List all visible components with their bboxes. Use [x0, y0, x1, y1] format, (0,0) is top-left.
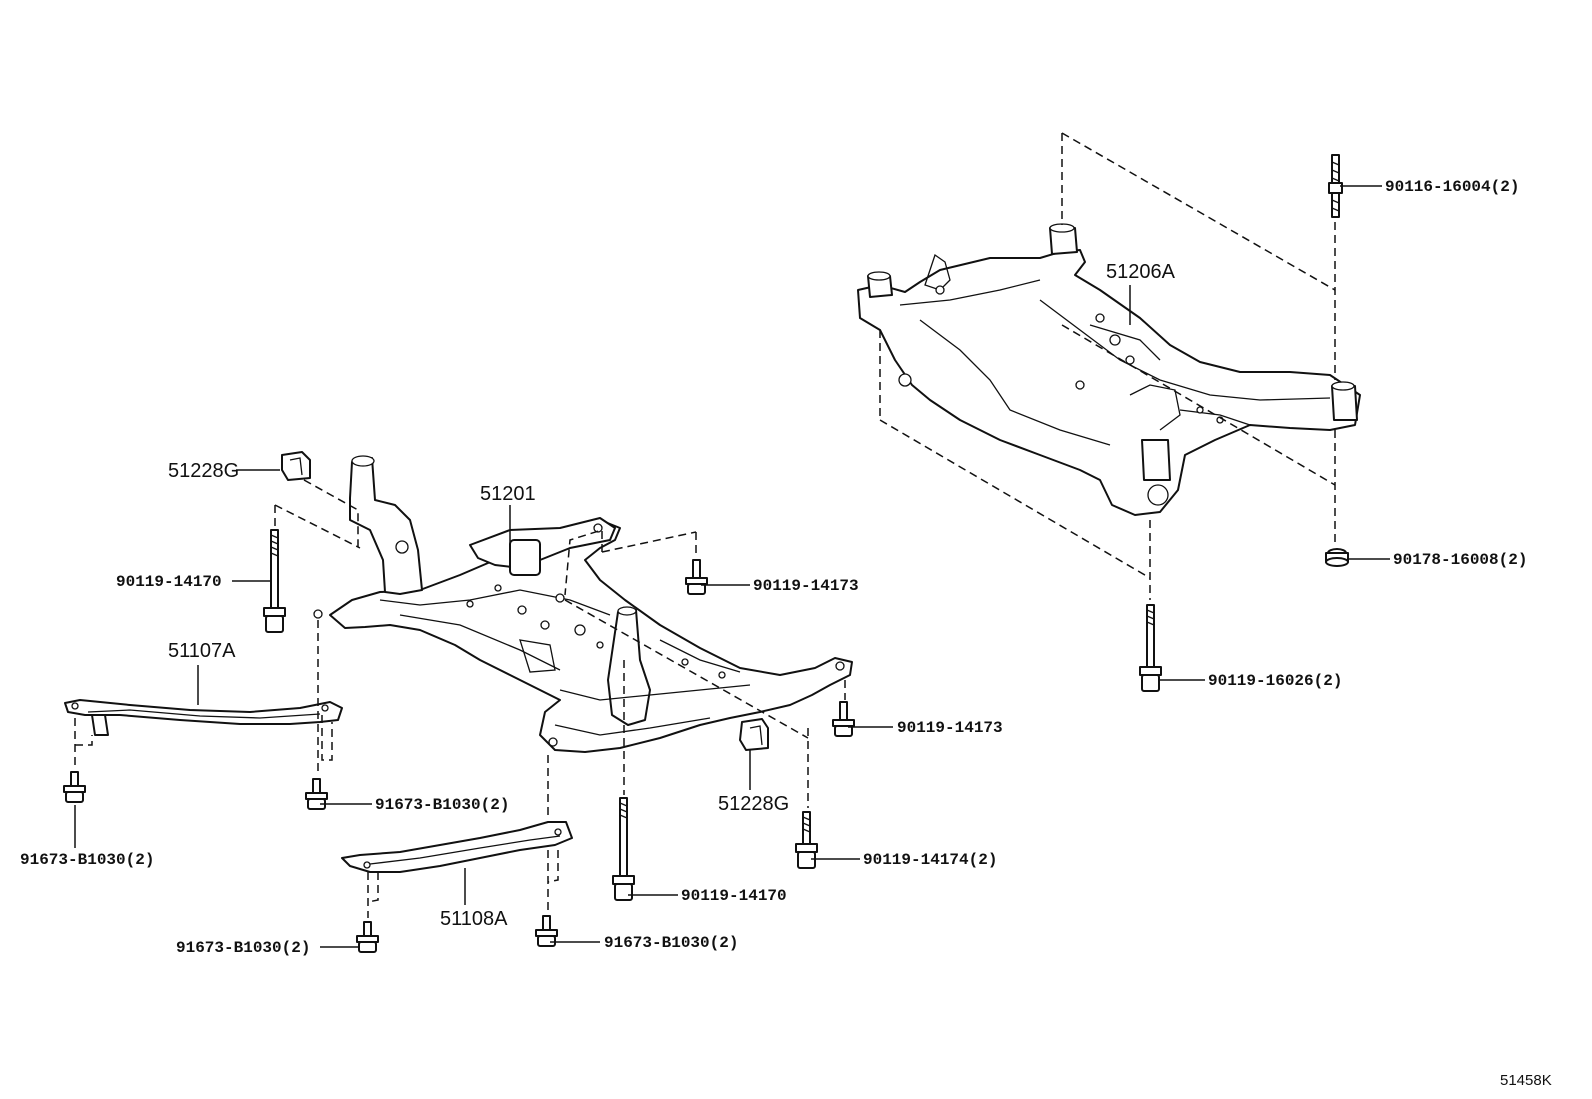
bolt-90119-14170-bottom[interactable]: [612, 797, 635, 901]
brace-51108A[interactable]: [341, 821, 573, 873]
bolt-90119-16026[interactable]: [1139, 604, 1162, 692]
bolt-90119-14174[interactable]: [795, 811, 818, 869]
brace-51107A[interactable]: [64, 699, 343, 736]
leader-lines: [74, 185, 1390, 948]
bolt-91673-B1030-bottom-left[interactable]: [356, 921, 379, 953]
label-90119-14173-top: 90119-14173: [753, 577, 859, 595]
label-90116-16004: 90116-16004(2): [1385, 178, 1519, 196]
label-91673-B1030-mid: 91673-B1030(2): [375, 796, 509, 814]
label-91673-B1030-left: 91673-B1030(2): [20, 851, 154, 869]
label-90119-14170-bottom: 90119-14170: [681, 887, 787, 905]
bolt-90119-14173-top[interactable]: [685, 559, 708, 595]
label-51228G-top: 51228G: [168, 460, 239, 482]
label-51206A: 51206A: [1106, 261, 1176, 283]
part-labels: 51228G 51201 90119-14170 90119-14173 511…: [20, 178, 1552, 1089]
label-51108A: 51108A: [440, 908, 508, 930]
bolt-90119-14170-left[interactable]: [263, 529, 286, 633]
stopper-51228G-top[interactable]: [281, 451, 311, 481]
label-90119-14170-left: 90119-14170: [116, 573, 222, 591]
stud-90116-16004[interactable]: [1328, 154, 1343, 218]
rear-suspension-member-51206A[interactable]: [857, 223, 1361, 516]
nut-90178-16008[interactable]: [1325, 548, 1349, 567]
bolt-90119-14173-right[interactable]: [832, 701, 855, 737]
label-91673-B1030-bottom-right: 91673-B1030(2): [604, 934, 738, 952]
label-51201: 51201: [480, 483, 536, 505]
bolt-91673-B1030-bottom-right[interactable]: [535, 915, 558, 947]
label-51228G-bottom: 51228G: [718, 793, 789, 815]
figure-code: 51458K: [1500, 1072, 1552, 1089]
stopper-51228G-bottom[interactable]: [739, 718, 769, 751]
label-90178-16008: 90178-16008(2): [1393, 551, 1527, 569]
label-90119-16026: 90119-16026(2): [1208, 672, 1342, 690]
label-90119-14174: 90119-14174(2): [863, 851, 997, 869]
front-crossmember-51201[interactable]: [313, 455, 853, 753]
bolt-91673-B1030-left[interactable]: [63, 771, 86, 803]
label-51107A: 51107A: [168, 640, 236, 662]
label-90119-14173-right: 90119-14173: [897, 719, 1003, 737]
bolt-91673-B1030-mid[interactable]: [305, 778, 328, 810]
alignment-lines: [74, 132, 1336, 918]
label-91673-B1030-bottom-left: 91673-B1030(2): [176, 939, 310, 957]
